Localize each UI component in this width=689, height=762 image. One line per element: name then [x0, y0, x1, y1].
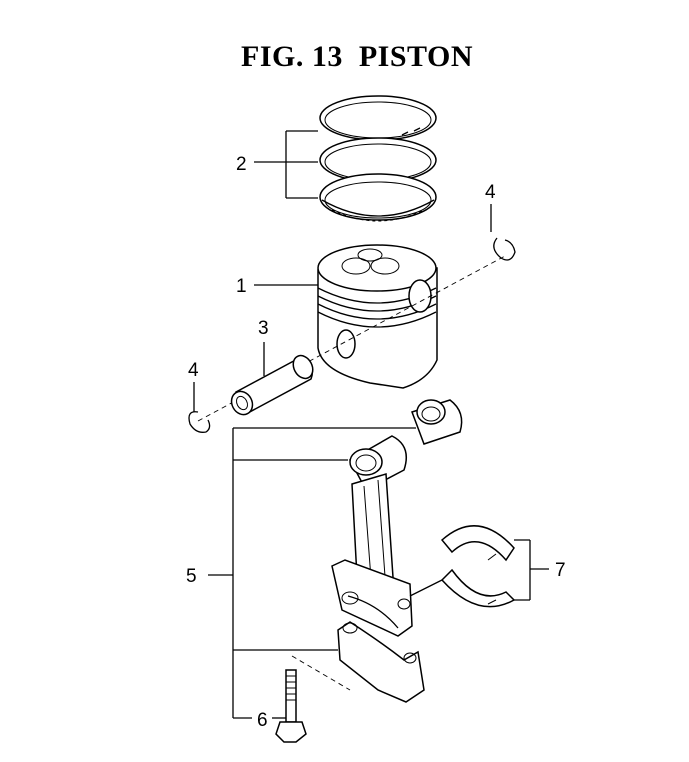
piston — [317, 244, 438, 389]
connecting-rod-bearings — [409, 525, 516, 608]
callout-4b: 4 — [188, 360, 199, 381]
callout-6: 6 — [257, 710, 268, 731]
connecting-rod-bolt — [275, 669, 307, 743]
callout-3: 3 — [258, 318, 269, 339]
bolt-axis-line — [291, 655, 351, 691]
callout-4a: 4 — [485, 182, 496, 203]
leader-lines — [193, 130, 549, 719]
circlip-left — [188, 411, 211, 433]
callout-1: 1 — [236, 276, 247, 297]
callout-7: 7 — [555, 560, 566, 581]
piston-pin — [230, 354, 314, 416]
connecting-rod — [331, 435, 425, 703]
piston-rings — [319, 95, 437, 222]
callout-5: 5 — [186, 566, 197, 587]
circlip-right — [493, 237, 516, 261]
small-end-bushing — [411, 399, 463, 445]
callout-2: 2 — [236, 154, 247, 175]
figure-title: FIG. 13 PISTON — [241, 40, 473, 73]
